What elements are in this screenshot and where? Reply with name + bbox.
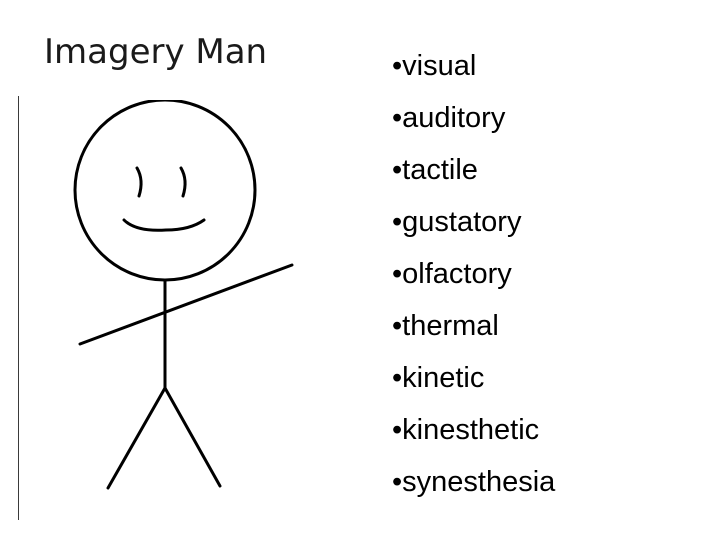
list-item: •gustatory: [392, 196, 555, 248]
list-item: •tactile: [392, 144, 555, 196]
bullet-marker: •: [392, 102, 403, 134]
stick-figure-icon: [73, 100, 294, 490]
stick-figure-smile: [122, 218, 206, 232]
stick-figure-arms: [78, 263, 294, 346]
stick-figure-right-leg: [163, 386, 222, 488]
list-item-label: tactile: [402, 154, 478, 186]
list-item-label: gustatory: [402, 206, 522, 238]
list-item-label: kinetic: [402, 362, 485, 394]
left-divider-line: [18, 96, 19, 520]
list-item: •kinetic: [392, 352, 555, 404]
list-item-label: thermal: [402, 310, 499, 342]
stick-figure-right-eye: [179, 166, 187, 198]
stick-figure-head: [73, 100, 257, 282]
bullet-marker: •: [392, 50, 403, 82]
list-item-label: auditory: [402, 102, 506, 134]
list-item: •kinesthetic: [392, 404, 555, 456]
list-item: •thermal: [392, 300, 555, 352]
bullet-marker: •: [392, 414, 403, 446]
list-item: •synesthesia: [392, 456, 555, 508]
list-item-label: kinesthetic: [402, 414, 540, 446]
sense-list: •visual•auditory•tactile•gustatory•olfac…: [392, 40, 555, 508]
list-item: •visual: [392, 40, 555, 92]
bullet-marker: •: [392, 466, 403, 498]
bullet-marker: •: [392, 362, 403, 394]
stick-figure-left-eye: [135, 166, 143, 198]
bullet-marker: •: [392, 154, 403, 186]
bullet-marker: •: [392, 206, 403, 238]
list-item-label: synesthesia: [402, 466, 556, 498]
bullet-marker: •: [392, 310, 403, 342]
slide-title: Imagery Man: [44, 32, 268, 72]
stick-figure-left-leg: [106, 386, 167, 490]
list-item-label: visual: [402, 50, 477, 82]
list-item: •olfactory: [392, 248, 555, 300]
list-item: •auditory: [392, 92, 555, 144]
bullet-marker: •: [392, 258, 403, 290]
list-item-label: olfactory: [402, 258, 512, 290]
